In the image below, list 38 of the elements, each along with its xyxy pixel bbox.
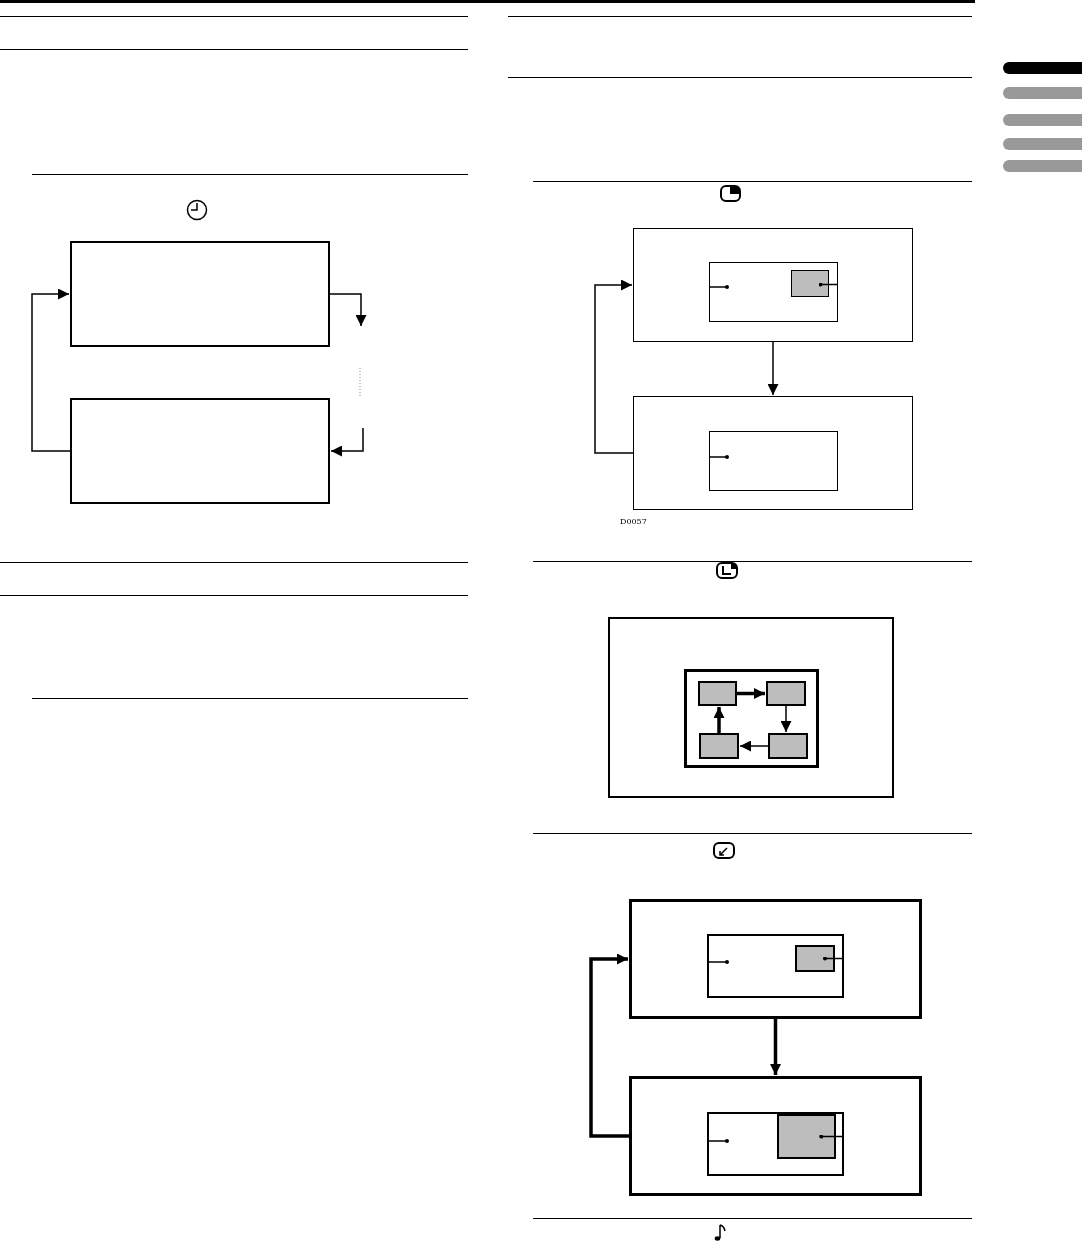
screen-box — [70, 398, 330, 504]
picture-box — [707, 934, 844, 998]
leader-line — [706, 1139, 729, 1143]
arrow — [329, 293, 367, 327]
picture-box — [707, 1112, 844, 1176]
arrow — [780, 705, 792, 733]
arrow — [739, 740, 769, 752]
screen-box — [633, 228, 913, 342]
inset-box — [699, 733, 739, 759]
leader-line — [708, 455, 729, 459]
inset-box — [795, 945, 835, 972]
arrow — [330, 427, 364, 457]
inset-box — [768, 733, 808, 759]
leader-line — [823, 956, 845, 961]
screen-box — [629, 899, 922, 1019]
arrow — [713, 707, 725, 733]
arrow — [594, 279, 634, 454]
leader-line — [706, 960, 729, 964]
arrow — [31, 288, 71, 452]
inset-box — [777, 1114, 836, 1159]
picture-box — [684, 669, 819, 768]
arrow — [770, 1019, 781, 1075]
picture-box — [708, 261, 838, 322]
arrow — [767, 341, 779, 396]
inset-box — [791, 270, 829, 297]
screen-box — [70, 241, 330, 347]
screen-box — [629, 1076, 922, 1196]
arrow — [737, 688, 765, 699]
leader-line — [708, 285, 729, 289]
inset-box — [698, 681, 737, 706]
inset-box — [766, 681, 806, 706]
leader-line — [818, 282, 839, 287]
figure-code: D0057 — [620, 517, 647, 526]
arrow — [589, 953, 629, 1138]
leader-line — [819, 1134, 845, 1139]
picture-box — [708, 430, 838, 491]
screen-frame — [608, 617, 894, 798]
screen-box — [633, 396, 913, 510]
